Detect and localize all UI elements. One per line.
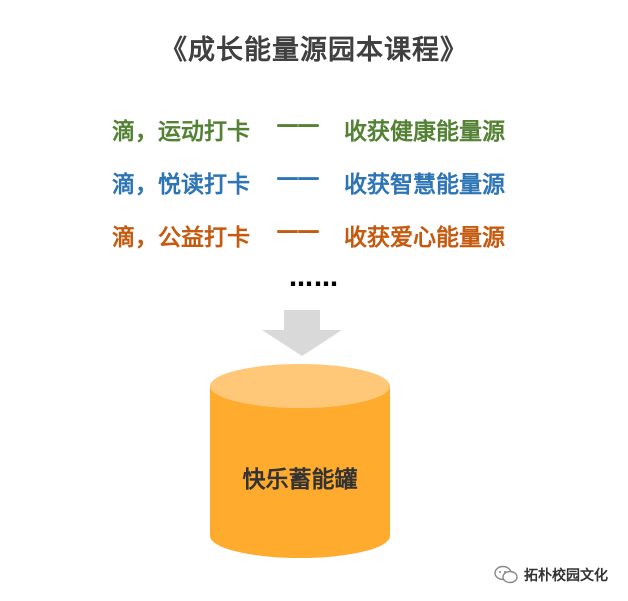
row-sports-left: 滴，运动打卡: [112, 119, 250, 145]
ellipsis: ……: [289, 264, 339, 292]
jar-label: 快乐蓄能罐: [242, 467, 358, 493]
row-reading: 滴，悦读打卡 —— 收获智慧能量源: [112, 165, 532, 199]
row-charity-dash: ——: [276, 218, 320, 244]
watermark-text: 拓朴校园文化: [524, 568, 608, 584]
page-title: 《成长能量源园本课程》: [160, 35, 468, 66]
row-sports-dash: ——: [276, 112, 320, 138]
wechat-icon: [494, 565, 518, 584]
jar-top: [210, 364, 390, 408]
arrow-shape: [262, 310, 342, 356]
row-charity-right: 收获爱心能量源: [344, 225, 505, 251]
jar-body: [210, 386, 390, 558]
arrow-down-icon: [262, 310, 342, 356]
row-charity: 滴，公益打卡 —— 收获爱心能量源: [112, 218, 532, 252]
row-reading-dash: ——: [276, 165, 320, 191]
row-sports-right: 收获健康能量源: [344, 119, 505, 145]
row-reading-left: 滴，悦读打卡: [112, 172, 250, 198]
watermark: 拓朴校园文化: [494, 565, 608, 585]
energy-jar: [210, 364, 390, 558]
row-reading-right: 收获智慧能量源: [344, 172, 505, 198]
row-sports: 滴，运动打卡 —— 收获健康能量源: [112, 112, 532, 146]
row-charity-left: 滴，公益打卡: [112, 225, 250, 251]
